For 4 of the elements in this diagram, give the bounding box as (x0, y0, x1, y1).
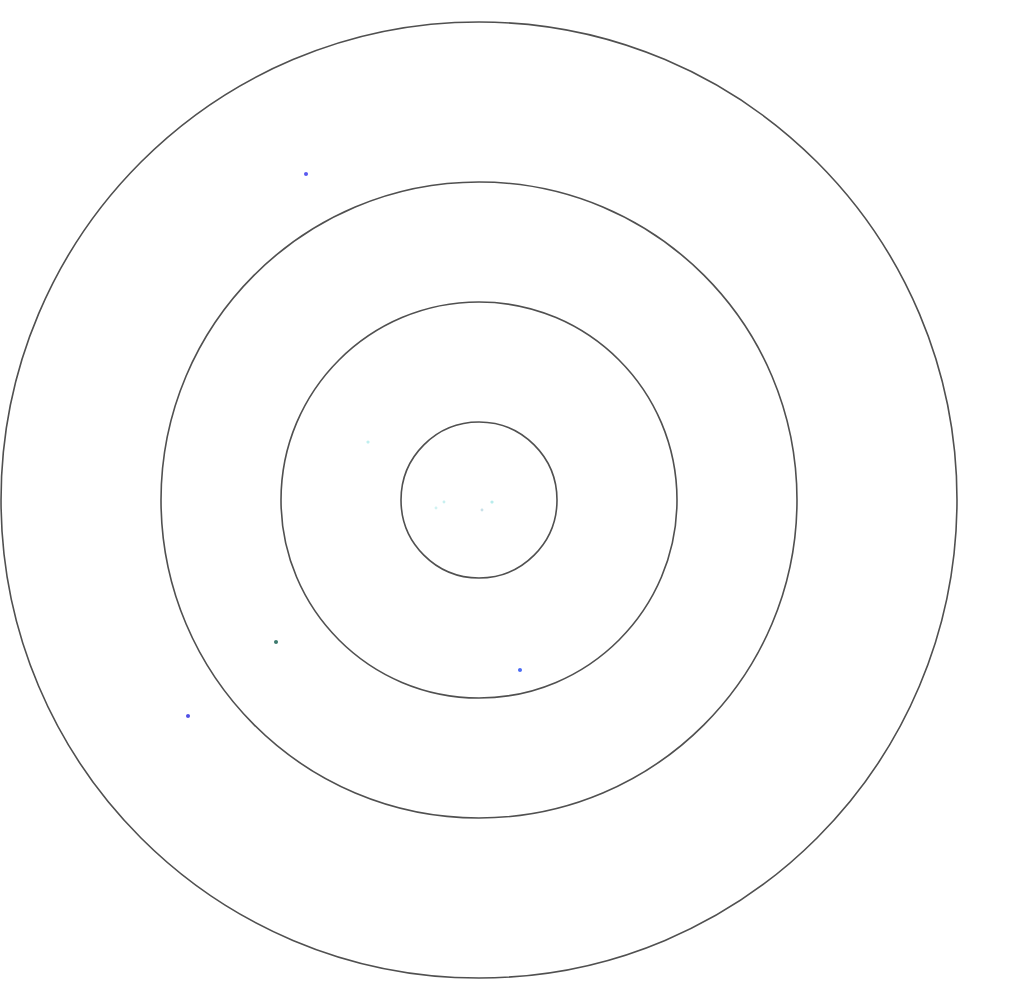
circle (0, 21, 958, 979)
circle (280, 301, 678, 699)
circle (160, 181, 798, 819)
circle (400, 421, 558, 579)
